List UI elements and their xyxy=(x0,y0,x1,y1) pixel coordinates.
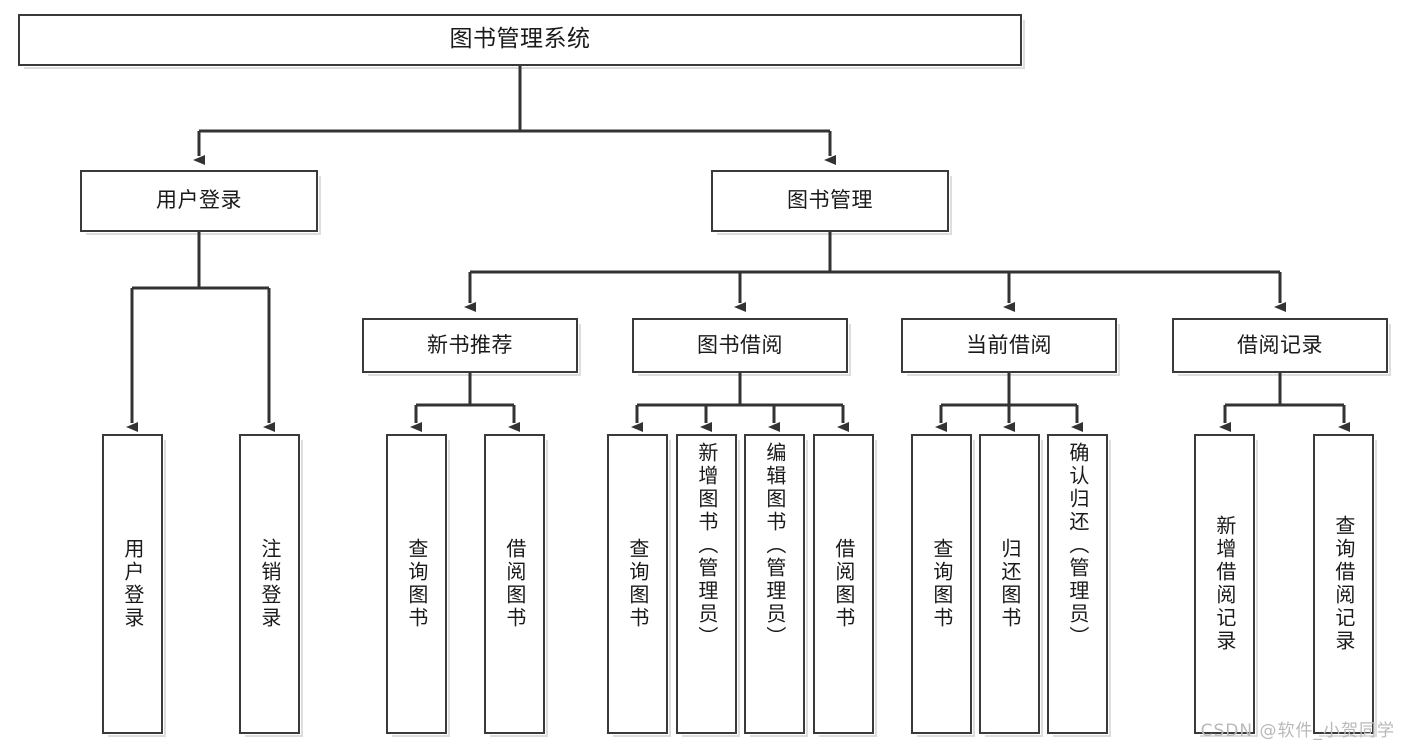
leaf-book-borrow-add-book[interactable]: 新增图书（管理员） xyxy=(676,434,737,734)
node-borrow-record-label: 借阅记录 xyxy=(1237,332,1323,357)
leaf-borrow-record-add-record-label: 新增借阅记录 xyxy=(1212,515,1237,653)
leaf-current-borrow-return-book-label: 归还图书 xyxy=(997,538,1022,630)
leaf-new-book-borrow-book[interactable]: 借阅图书 xyxy=(484,434,545,734)
node-root-label: 图书管理系统 xyxy=(449,26,591,53)
leaf-borrow-record-add-record[interactable]: 新增借阅记录 xyxy=(1194,434,1255,734)
leaf-current-borrow-query-book[interactable]: 查询图书 xyxy=(911,434,972,734)
leaf-book-borrow-edit-book-label: 编辑图书（管理员） xyxy=(762,442,787,649)
node-current-borrow-label: 当前借阅 xyxy=(966,332,1052,357)
leaf-new-book-borrow-book-label: 借阅图书 xyxy=(502,538,527,630)
leaf-user-login-login[interactable]: 用户登录 xyxy=(102,434,163,734)
leaf-user-login-login-label: 用户登录 xyxy=(120,538,145,630)
leaf-current-borrow-query-book-label: 查询图书 xyxy=(929,538,954,630)
node-book-borrow[interactable]: 图书借阅 xyxy=(632,318,848,373)
leaf-current-borrow-confirm-return-label: 确认归还（管理员） xyxy=(1065,442,1090,649)
leaf-borrow-record-query-record-label: 查询借阅记录 xyxy=(1331,515,1356,653)
node-book-management[interactable]: 图书管理 xyxy=(711,170,949,232)
node-book-borrow-label: 图书借阅 xyxy=(697,332,783,357)
node-new-book-recommend-label: 新书推荐 xyxy=(427,332,513,357)
leaf-book-borrow-query-book[interactable]: 查询图书 xyxy=(607,434,668,734)
node-root[interactable]: 图书管理系统 xyxy=(18,14,1022,66)
leaf-current-borrow-confirm-return[interactable]: 确认归还（管理员） xyxy=(1047,434,1108,734)
leaf-book-borrow-edit-book[interactable]: 编辑图书（管理员） xyxy=(744,434,805,734)
node-user-login[interactable]: 用户登录 xyxy=(80,170,318,232)
leaf-book-borrow-add-book-label: 新增图书（管理员） xyxy=(694,442,719,649)
node-current-borrow[interactable]: 当前借阅 xyxy=(901,318,1117,373)
leaf-book-borrow-borrow-book-label: 借阅图书 xyxy=(831,538,856,630)
leaf-user-login-logout[interactable]: 注销登录 xyxy=(239,434,300,734)
watermark: CSDN @软件_小贺同学 xyxy=(1200,721,1395,741)
leaf-borrow-record-query-record[interactable]: 查询借阅记录 xyxy=(1313,434,1374,734)
leaf-new-book-query-book[interactable]: 查询图书 xyxy=(386,434,447,734)
leaf-book-borrow-borrow-book[interactable]: 借阅图书 xyxy=(813,434,874,734)
node-user-login-label: 用户登录 xyxy=(156,188,242,213)
node-book-management-label: 图书管理 xyxy=(787,188,873,213)
leaf-book-borrow-query-book-label: 查询图书 xyxy=(625,538,650,630)
node-new-book-recommend[interactable]: 新书推荐 xyxy=(362,318,578,373)
leaf-user-login-logout-label: 注销登录 xyxy=(257,538,282,630)
leaf-new-book-query-book-label: 查询图书 xyxy=(404,538,429,630)
leaf-current-borrow-return-book[interactable]: 归还图书 xyxy=(979,434,1040,734)
node-borrow-record[interactable]: 借阅记录 xyxy=(1172,318,1388,373)
